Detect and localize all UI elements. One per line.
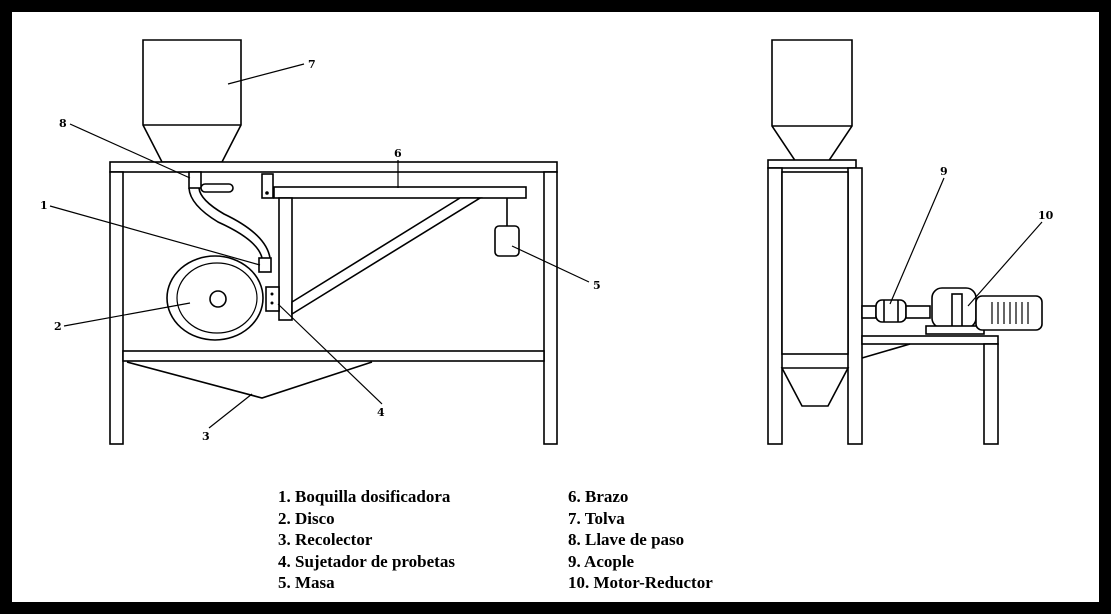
side-motor <box>975 295 1043 331</box>
legend-item-8: 8. Llave de paso <box>568 530 685 549</box>
callout-6: 6 <box>394 147 402 160</box>
side-motor-leg <box>983 343 999 445</box>
side-leg-right <box>847 167 863 445</box>
side-leg-left <box>767 167 783 445</box>
legend-item-5: 5. Masa <box>278 573 335 592</box>
side-view <box>767 39 1043 445</box>
callout-2: 2 <box>54 320 62 333</box>
legend-item-4: 4. Sujetador de probetas <box>278 551 455 571</box>
front-arm-pivot <box>261 173 274 199</box>
legend-item-7: 7. Tolva <box>568 508 625 528</box>
legend-item-2: 2. Disco <box>278 508 335 528</box>
legend-item-3: 3. Recolector <box>278 530 373 549</box>
front-nozzle-tube <box>188 187 263 259</box>
front-table-top <box>109 161 558 173</box>
front-valve-handle <box>200 183 234 193</box>
legend-right-column: 6. Brazo 7. Tolva 8. Llave de paso 9. Ac… <box>568 486 713 594</box>
legend-item-6: 6. Brazo <box>568 487 629 506</box>
front-brace <box>291 197 483 316</box>
front-leg-left <box>109 171 124 445</box>
front-disc-hub <box>209 290 227 308</box>
front-nozzle-tip <box>258 257 272 273</box>
front-arm <box>273 186 527 199</box>
front-view <box>109 39 558 445</box>
front-disc-outer <box>166 255 264 341</box>
front-hopper <box>142 39 242 163</box>
callout-4: 4 <box>377 406 385 419</box>
callout-9: 9 <box>940 165 948 178</box>
callout-numbers: 7 8 6 1 2 5 4 3 9 10 <box>40 58 1054 443</box>
front-specimen-holder <box>265 286 280 312</box>
front-leg-right <box>543 171 558 445</box>
callout-3: 3 <box>202 430 210 443</box>
front-valve-body <box>188 171 202 189</box>
callout-5: 5 <box>593 279 601 292</box>
side-motor-table <box>861 335 999 345</box>
callout-7: 7 <box>308 58 316 71</box>
side-hopper <box>771 39 853 163</box>
front-lower-shelf <box>122 350 545 362</box>
callout-8: 8 <box>59 117 67 130</box>
callout-10: 10 <box>1038 209 1054 222</box>
front-collector <box>126 361 373 399</box>
legend-item-10: 10. Motor-Reductor <box>568 573 713 592</box>
leader-lines <box>49 63 1043 429</box>
legend-item-1: 1. Boquilla dosificadora <box>278 487 451 506</box>
front-mass <box>494 225 520 257</box>
side-body <box>781 171 849 355</box>
legend-item-9: 9. Acople <box>568 551 635 571</box>
side-collector-cone <box>780 367 850 407</box>
front-post <box>278 197 293 321</box>
callout-1: 1 <box>40 199 48 212</box>
side-coupling <box>875 299 907 323</box>
legend-left-column: 1. Boquilla dosificadora 2. Disco 3. Rec… <box>278 486 455 594</box>
